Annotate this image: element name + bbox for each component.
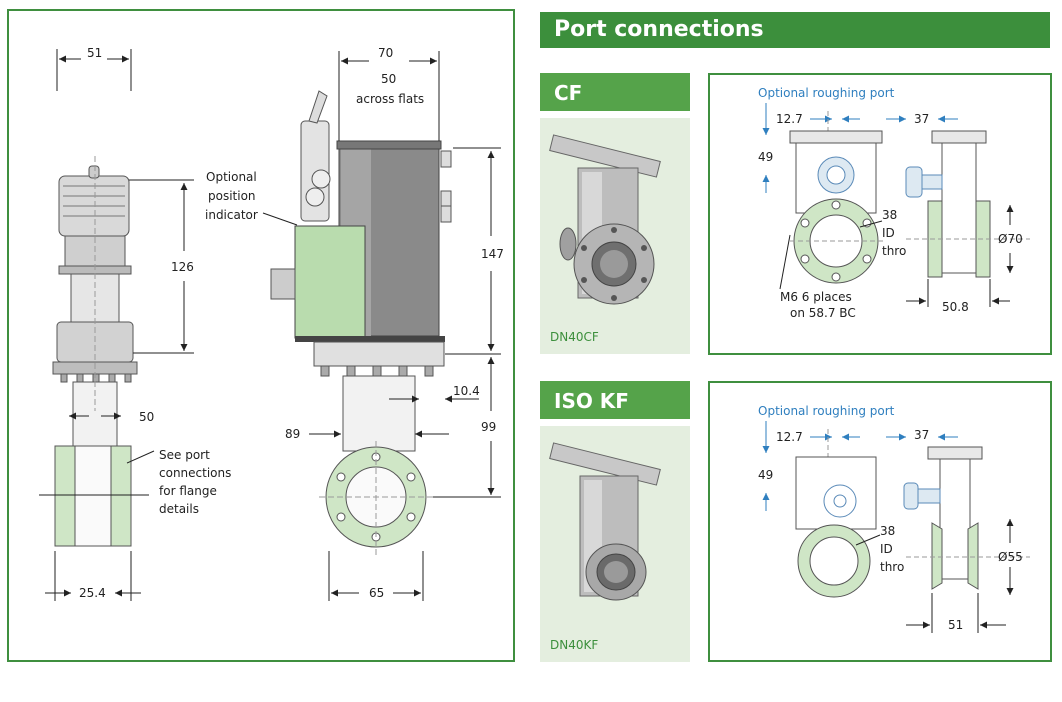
dim-89: 89 bbox=[285, 427, 449, 441]
dim-70: 70 50 across flats bbox=[338, 46, 440, 141]
svg-text:indicator: indicator bbox=[205, 208, 258, 222]
position-indicator-note: Optional position indicator bbox=[205, 170, 298, 226]
isokf-photo: DN40KF bbox=[540, 426, 690, 662]
svg-text:Optional: Optional bbox=[206, 170, 257, 184]
isokf-valve-image bbox=[549, 442, 661, 601]
isokf-drawing: Optional roughing port 12.7 37 49 38 ID … bbox=[758, 404, 1030, 633]
isokf-photo-caption: DN40KF bbox=[550, 638, 599, 652]
cf-valve-image bbox=[549, 134, 661, 305]
isokf-label: ISO KF bbox=[540, 381, 690, 419]
svg-text:M6 6 places: M6 6 places bbox=[780, 290, 852, 304]
svg-text:Ø55: Ø55 bbox=[998, 550, 1023, 564]
dim-10-4: 10.4 bbox=[389, 384, 480, 403]
svg-text:ID: ID bbox=[880, 542, 893, 556]
cf-photo-caption: DN40CF bbox=[550, 330, 599, 344]
see-port-note: See port connections for flange details bbox=[126, 448, 231, 516]
section-title: Port connections bbox=[540, 12, 1050, 48]
dim-10-4-label: 10.4 bbox=[453, 384, 480, 398]
svg-text:ID: ID bbox=[882, 226, 895, 240]
cf-photo: DN40CF bbox=[540, 118, 690, 354]
dim-51-label: 51 bbox=[87, 46, 102, 60]
dim-50: 50 bbox=[69, 410, 154, 424]
dim-65: 65 bbox=[328, 551, 424, 601]
cf-label: CF bbox=[540, 73, 690, 111]
svg-text:49: 49 bbox=[758, 468, 773, 482]
cf-drawing-panel: Optional roughing port 12.7 37 49 38 ID … bbox=[708, 73, 1052, 355]
dim-25-4: 25.4 bbox=[45, 551, 141, 601]
dim-147-label: 147 bbox=[481, 247, 504, 261]
svg-text:position: position bbox=[208, 189, 256, 203]
svg-text:38: 38 bbox=[880, 524, 895, 538]
dim-70-label: 70 bbox=[378, 46, 393, 60]
main-drawing-panel: 51 126 50 25.4 See port conne bbox=[7, 9, 515, 662]
svg-text:See port: See port bbox=[159, 448, 210, 462]
dim-99-label: 99 bbox=[481, 420, 496, 434]
svg-text:50.8: 50.8 bbox=[942, 300, 969, 314]
dim-89-label: 89 bbox=[285, 427, 300, 441]
svg-text:Ø70: Ø70 bbox=[998, 232, 1023, 246]
svg-text:12.7: 12.7 bbox=[776, 112, 803, 126]
svg-text:thro: thro bbox=[882, 244, 906, 258]
svg-text:49: 49 bbox=[758, 150, 773, 164]
dim-25-4-label: 25.4 bbox=[79, 586, 106, 600]
side-view bbox=[39, 156, 149, 547]
svg-text:51: 51 bbox=[948, 618, 963, 632]
dim-126-label: 126 bbox=[171, 260, 194, 274]
dim-51: 51 bbox=[56, 46, 132, 91]
dim-50-flats-value: 50 bbox=[381, 72, 396, 86]
front-view bbox=[270, 90, 452, 556]
dim-65-label: 65 bbox=[369, 586, 384, 600]
svg-text:12.7: 12.7 bbox=[776, 430, 803, 444]
svg-text:37: 37 bbox=[914, 112, 929, 126]
cf-optional-port: Optional roughing port bbox=[758, 86, 895, 100]
svg-text:connections: connections bbox=[159, 466, 231, 480]
svg-text:37: 37 bbox=[914, 428, 929, 442]
isokf-optional-port: Optional roughing port bbox=[758, 404, 895, 418]
svg-text:38: 38 bbox=[882, 208, 897, 222]
gate-valve-drawing: 51 126 50 25.4 See port conne bbox=[39, 46, 504, 601]
isokf-drawing-panel: Optional roughing port 12.7 37 49 38 ID … bbox=[708, 381, 1052, 662]
svg-text:on 58.7 BC: on 58.7 BC bbox=[790, 306, 856, 320]
svg-text:details: details bbox=[159, 502, 199, 516]
dim-flats-text: across flats bbox=[356, 92, 424, 106]
dim-99: 99 bbox=[433, 357, 501, 498]
dim-50-label: 50 bbox=[139, 410, 154, 424]
dim-147: 147 bbox=[445, 147, 504, 355]
cf-drawing: Optional roughing port 12.7 37 49 38 ID … bbox=[758, 86, 1030, 320]
dim-126: 126 bbox=[129, 179, 194, 354]
svg-text:thro: thro bbox=[880, 560, 904, 574]
svg-text:for flange: for flange bbox=[159, 484, 217, 498]
